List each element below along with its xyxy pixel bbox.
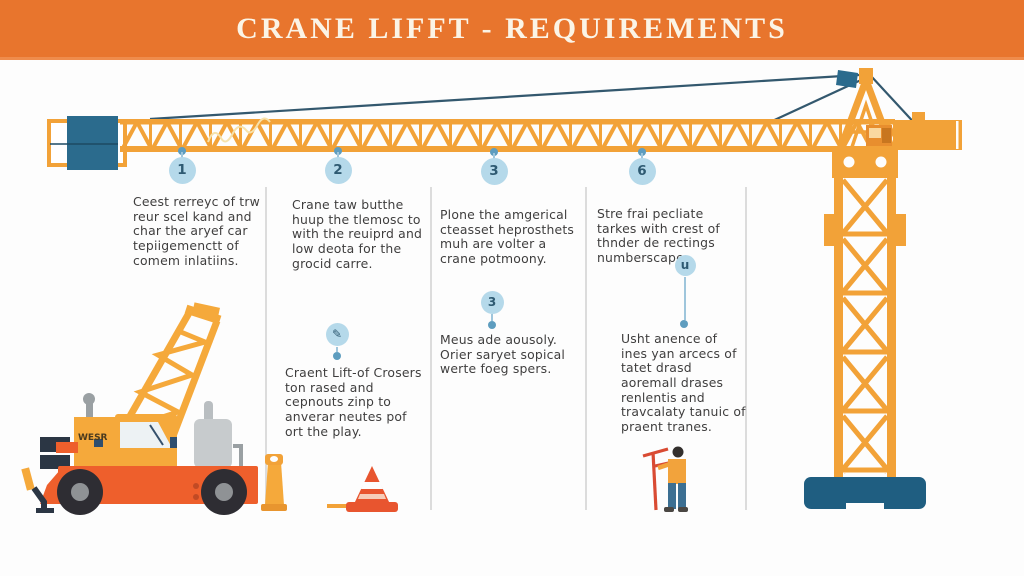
marker-line [181,152,183,158]
marker-anchor-dot [638,148,646,156]
marker-pencil: ✎ [325,322,349,346]
rear-deck [194,401,243,468]
marker-anchor-dot [490,148,498,156]
header-bar: CRANE LIFFT - REQUIREMENTS [0,0,1024,60]
marker-sub-u: u [674,254,696,276]
worker-figure [642,446,688,512]
marker-sub-3: 3 [480,290,504,314]
mobile-crane: WESR [21,302,258,515]
column-divider [265,187,267,510]
counter-jib [893,120,962,150]
marker-anchor-dot [488,321,496,329]
step-text-1: Ceest rerreyc of trw reur scel kand and … [133,194,260,268]
mobile-crane-label: WESR [78,433,108,443]
page-title: CRANE LIFFT - REQUIREMENTS [236,11,788,45]
marker-line [684,277,686,320]
step-text-5: Craent Lift-of Crosers ton rased and cep… [285,365,422,439]
chassis [40,466,258,504]
step-text-6: Meus ade aousoly. Orier saryet sopical w… [440,332,566,377]
column-divider [745,187,747,510]
column-divider [430,187,432,510]
marker-4: 6 [628,157,656,185]
column-divider [585,187,587,510]
marker-anchor-dot [333,352,341,360]
marker-3: 3 [480,157,508,185]
lattice-boom [110,302,222,446]
marker-2: 2 [324,156,352,184]
front-outrigger [21,467,54,513]
crane-cables [149,73,932,142]
step-text-7: Usht anence of ines yan arcecs of tatet … [621,331,746,434]
marker-line [337,152,339,158]
crane-cab [866,125,892,146]
pencil-icon: ✎ [331,327,343,341]
apex-tie-block [836,70,858,88]
tower-crane [804,68,962,510]
crane-base [804,477,926,510]
marker-line [336,347,338,352]
jib-scribble [207,117,271,143]
marker-line [491,314,493,321]
marker-anchor-dot [680,320,688,328]
step-text-4: Stre frai pecliate tarkes with crest of … [597,206,720,265]
marker-line [493,153,495,159]
step-text-2: Crane taw butthe huup the tlemosc to wit… [292,197,423,271]
survey-tool [642,447,674,511]
marker-1: 1 [168,156,196,184]
counterweight-block [67,116,118,170]
step-text-3: Plone the amgerical cteasset heprosthets… [440,207,575,266]
traffic-cone-icon [327,466,398,512]
marker-line [641,153,643,159]
wheels [57,469,247,515]
truck-body: WESR [40,393,177,470]
